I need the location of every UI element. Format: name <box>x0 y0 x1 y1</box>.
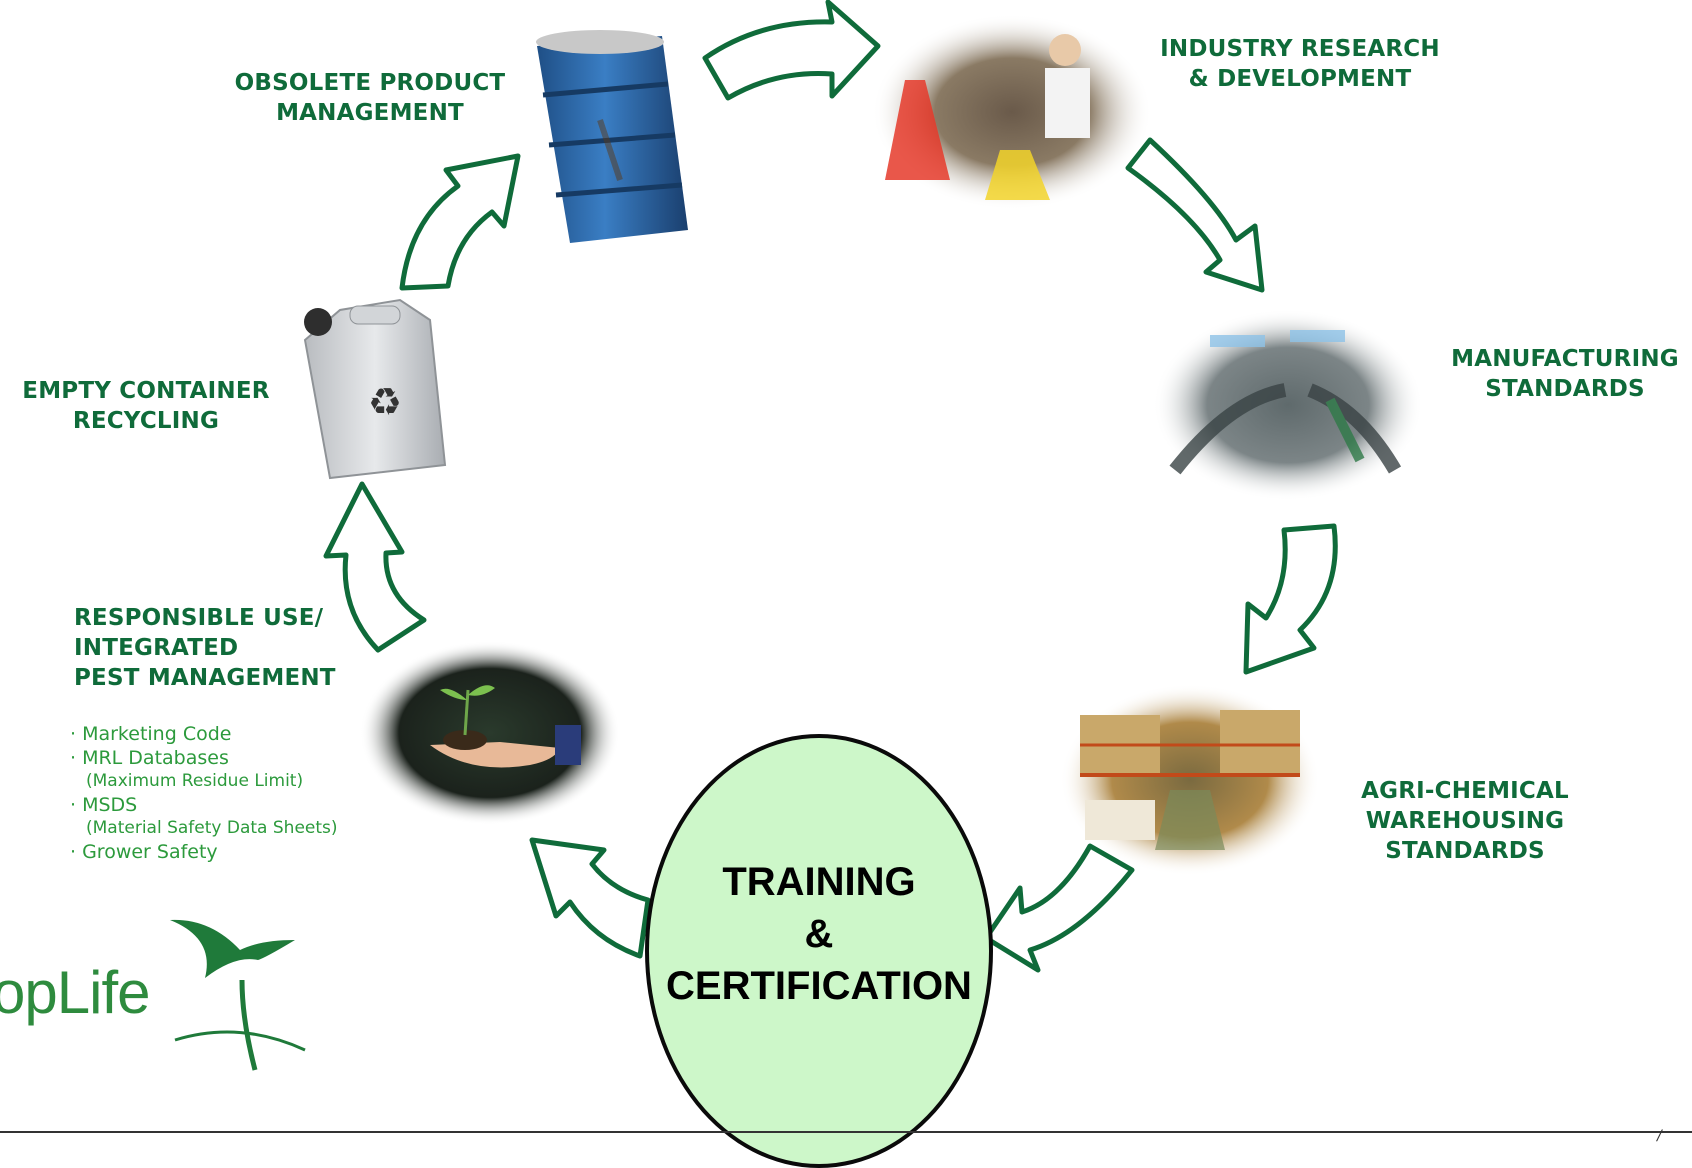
barrel-image <box>536 30 688 243</box>
hand-seedling <box>430 685 581 768</box>
footer-mark: / <box>1657 1128 1662 1144</box>
logo-text: opLife <box>0 959 150 1026</box>
seedling-image <box>360 641 620 825</box>
label-line: RESPONSIBLE USE/ <box>74 605 324 631</box>
label-obsolete-product-management: OBSOLETE PRODUCT MANAGEMENT <box>220 68 520 128</box>
bullet-subtext: (Maximum Residue Limit) <box>86 771 304 791</box>
bullet-subtext: (Material Safety Data Sheets) <box>86 818 338 838</box>
label-warehousing-standards: AGRI-CHEMICAL WAREHOUSING STANDARDS <box>1345 776 1585 866</box>
logo-leaf-icon <box>170 919 295 978</box>
arrow-training-to-responsible <box>529 837 651 959</box>
bullet-item: · MSDS <box>70 794 138 816</box>
arrow-warehousing-to-training <box>983 843 1135 973</box>
container-image: ♻ <box>303 298 447 480</box>
label-line: & DEVELOPMENT <box>1188 66 1412 92</box>
arrow-manufacturing-to-warehousing <box>1243 523 1338 675</box>
factory-detail <box>1169 330 1402 475</box>
label-line: STANDARDS <box>1385 838 1545 864</box>
arrow-research-to-manufacturing <box>1125 137 1265 293</box>
warehouse-detail <box>1080 710 1300 850</box>
label-line: RECYCLING <box>72 408 220 434</box>
label-empty-container-recycling: EMPTY CONTAINER RECYCLING <box>6 376 286 436</box>
bullet-item: · Grower Safety <box>70 841 218 863</box>
training-line-2: & <box>804 912 834 956</box>
croplife-logo <box>170 919 306 1071</box>
label-line: OBSOLETE PRODUCT <box>234 70 506 96</box>
arrow-recycling-to-obsolete <box>399 153 521 291</box>
label-line: MANAGEMENT <box>276 100 464 126</box>
bullet-item: · MRL Databases <box>70 747 229 769</box>
responsible-use-bullets: · Marketing Code · MRL Databases (Maximu… <box>70 722 338 864</box>
recycle-icon: ♻ <box>368 380 402 424</box>
label-line: MANUFACTURING <box>1451 346 1679 372</box>
label-line: PEST MANAGEMENT <box>74 665 336 691</box>
label-line: AGRI-CHEMICAL <box>1361 778 1569 804</box>
footer-divider <box>0 1131 1692 1133</box>
lab-flasks <box>885 34 1090 200</box>
label-line: STANDARDS <box>1485 376 1645 402</box>
arrow-responsible-to-recycling <box>323 481 427 653</box>
label-line: INDUSTRY RESEARCH <box>1160 36 1440 62</box>
training-certification-ellipse <box>645 734 993 1168</box>
bullet-item: · Marketing Code <box>70 723 232 745</box>
training-line-1: TRAINING <box>722 860 916 904</box>
label-manufacturing-standards: MANUFACTURING STANDARDS <box>1440 344 1690 404</box>
label-line: INTEGRATED <box>74 635 239 661</box>
cycle-arrows <box>323 0 1338 973</box>
label-line: WAREHOUSING <box>1365 808 1565 834</box>
label-responsible-use: RESPONSIBLE USE/ INTEGRATED PEST MANAGEM… <box>74 603 374 693</box>
arrow-obsolete-to-research <box>702 0 881 101</box>
label-industry-research: INDUSTRY RESEARCH & DEVELOPMENT <box>1140 34 1460 94</box>
training-line-3: CERTIFICATION <box>666 964 972 1008</box>
manufacturing-image <box>1153 309 1423 501</box>
label-line: EMPTY CONTAINER <box>22 378 270 404</box>
